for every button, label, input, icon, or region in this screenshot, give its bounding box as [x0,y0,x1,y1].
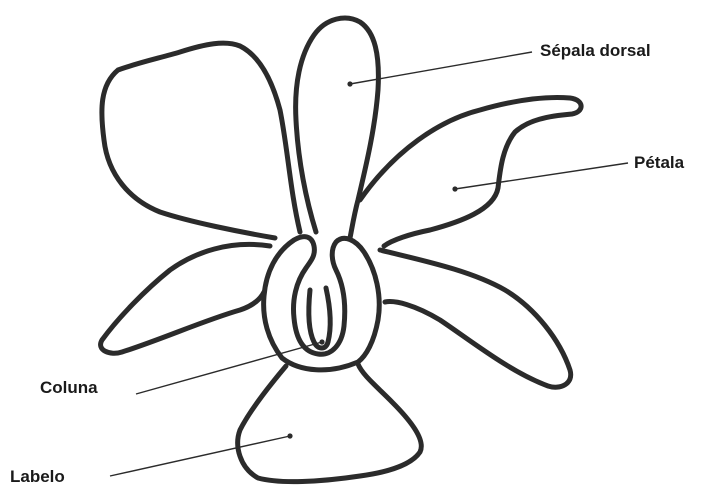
lip-dot [287,433,292,438]
right-lower-sepal-outline [380,250,571,387]
column-dot [319,339,324,344]
column-inner-outline [309,288,330,348]
dorsal-sepal-outline [296,18,379,238]
lip-leader [110,436,290,476]
column-label: Coluna [40,378,98,397]
right-petal-outline [360,98,581,247]
left-lower-sepal-outline [101,244,270,353]
lip-outline [238,364,422,482]
column-leader [136,342,322,394]
dorsal-sepal-label: Sépala dorsal [540,41,651,60]
petal-label: Pétala [634,153,685,172]
petal-leader [455,163,628,189]
lip-label: Labelo [10,467,65,486]
petal-dot [452,186,457,191]
left-upper-petal-outline [102,43,300,238]
dorsal-sepal-dot [347,81,352,86]
